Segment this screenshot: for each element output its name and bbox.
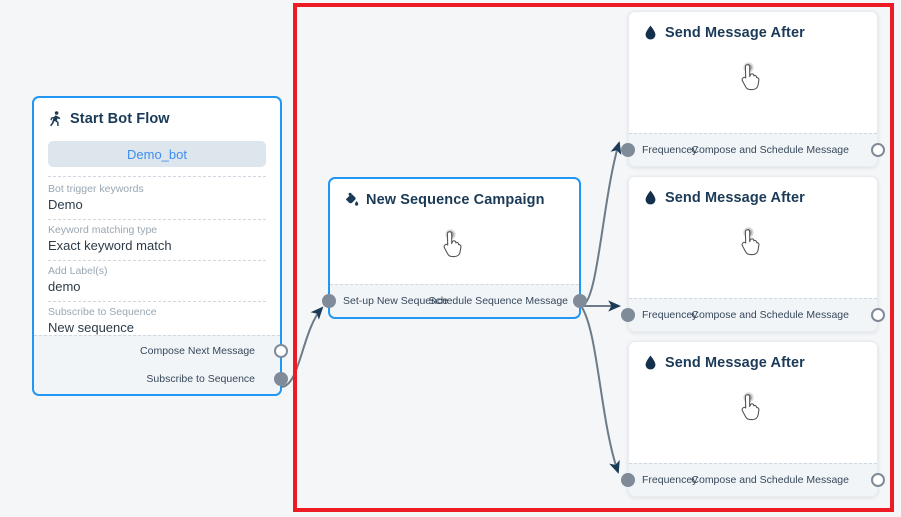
input-port-label: Frequencey (642, 309, 698, 321)
node-footer: Set-up New Sequence Schedule Sequence Me… (322, 284, 587, 317)
input-port-frequencey[interactable] (621, 308, 635, 322)
port-label: Subscribe to Sequence (146, 373, 255, 385)
water-droplet-icon (643, 354, 658, 371)
field-value: demo (48, 279, 81, 294)
node-footer: Frequencey Compose and Schedule Message (621, 463, 885, 496)
node-header: Send Message After (629, 12, 877, 41)
field-row[interactable]: Add Label(s) demo (48, 261, 266, 302)
water-droplet-icon (643, 24, 658, 41)
field-row[interactable]: Bot trigger keywords Demo (48, 176, 266, 220)
water-droplet-icon (643, 189, 658, 206)
node-footer: Frequencey Compose and Schedule Message (621, 298, 885, 331)
bot-name-label: Demo_bot (127, 146, 187, 162)
node-header: Start Bot Flow (34, 98, 280, 127)
port-row-subscribe-to-sequence[interactable]: Subscribe to Sequence (34, 365, 288, 394)
connector-schedule-to-card3 (580, 305, 620, 474)
node-body[interactable] (629, 371, 877, 449)
input-port-label: Set-up New Sequence (343, 295, 449, 307)
node-title: Send Message After (665, 354, 805, 371)
connector-subscribe-to-setup (280, 306, 324, 388)
node-footer: Compose Next Message Subscribe to Sequen… (34, 335, 288, 394)
hand-pointer-icon (731, 388, 775, 432)
field-label: Bot trigger keywords (48, 183, 144, 195)
field-value: Demo (48, 197, 83, 212)
port-row-message-ports[interactable]: Frequencey Compose and Schedule Message (621, 464, 885, 496)
port-row-message-ports[interactable]: Frequencey Compose and Schedule Message (621, 134, 885, 166)
output-port-label: Compose and Schedule Message (691, 474, 849, 486)
field-list: Bot trigger keywords Demo Keyword matchi… (48, 176, 266, 343)
connector-schedule-to-card1 (580, 141, 622, 307)
output-port-compose-next-message[interactable] (274, 344, 288, 358)
node-title: Send Message After (665, 24, 805, 41)
field-row[interactable]: Keyword matching type Exact keyword matc… (48, 220, 266, 261)
input-port-label: Frequencey (642, 144, 698, 156)
port-row-campaign-ports[interactable]: Set-up New Sequence Schedule Sequence Me… (322, 285, 587, 317)
input-port-setup-new-sequence[interactable] (322, 294, 336, 308)
field-value: Exact keyword match (48, 238, 172, 253)
output-port-compose-and-schedule-message[interactable] (871, 473, 885, 487)
output-port-label: Compose and Schedule Message (691, 144, 849, 156)
field-label: Subscribe to Sequence (48, 306, 157, 318)
node-header: Send Message After (629, 342, 877, 371)
output-port-label: Schedule Sequence Message (428, 295, 568, 307)
field-label: Add Label(s) (48, 265, 108, 277)
node-title: Send Message After (665, 189, 805, 206)
node-body[interactable] (330, 208, 579, 286)
node-start-bot-flow[interactable]: Start Bot Flow Demo_bot Bot trigger keyw… (32, 96, 288, 396)
node-header: New Sequence Campaign (330, 179, 579, 208)
node-footer: Frequencey Compose and Schedule Message (621, 133, 885, 166)
node-header: Send Message After (629, 177, 877, 206)
output-port-compose-and-schedule-message[interactable] (871, 143, 885, 157)
output-port-schedule-sequence-message[interactable] (573, 294, 587, 308)
node-send-message-after-1[interactable]: Send Message After Frequencey Compose an… (621, 11, 885, 167)
hand-pointer-icon (731, 58, 775, 102)
field-label: Keyword matching type (48, 224, 158, 236)
node-send-message-after-2[interactable]: Send Message After Frequencey Compose an… (621, 176, 885, 332)
input-port-frequencey[interactable] (621, 473, 635, 487)
hand-pointer-icon (731, 223, 775, 267)
node-title: New Sequence Campaign (366, 191, 545, 208)
running-person-icon (48, 110, 63, 127)
output-port-label: Compose and Schedule Message (691, 309, 849, 321)
input-port-frequencey[interactable] (621, 143, 635, 157)
output-port-compose-and-schedule-message[interactable] (871, 308, 885, 322)
port-row-message-ports[interactable]: Frequencey Compose and Schedule Message (621, 299, 885, 331)
hand-pointer-icon (433, 225, 477, 269)
node-body[interactable] (629, 41, 877, 119)
output-port-subscribe-to-sequence[interactable] (274, 372, 288, 386)
node-send-message-after-3[interactable]: Send Message After Frequencey Compose an… (621, 341, 885, 497)
port-label: Compose Next Message (140, 345, 255, 357)
port-row-compose-next-message[interactable]: Compose Next Message (34, 336, 288, 365)
input-port-label: Frequencey (642, 474, 698, 486)
bot-selector-pill[interactable]: Demo_bot (48, 141, 266, 167)
field-value: New sequence (48, 320, 134, 335)
node-new-sequence-campaign[interactable]: New Sequence Campaign Set-up New Sequenc… (322, 177, 587, 319)
paint-pour-icon (344, 191, 359, 208)
node-title: Start Bot Flow (70, 110, 170, 127)
node-body[interactable] (629, 206, 877, 284)
